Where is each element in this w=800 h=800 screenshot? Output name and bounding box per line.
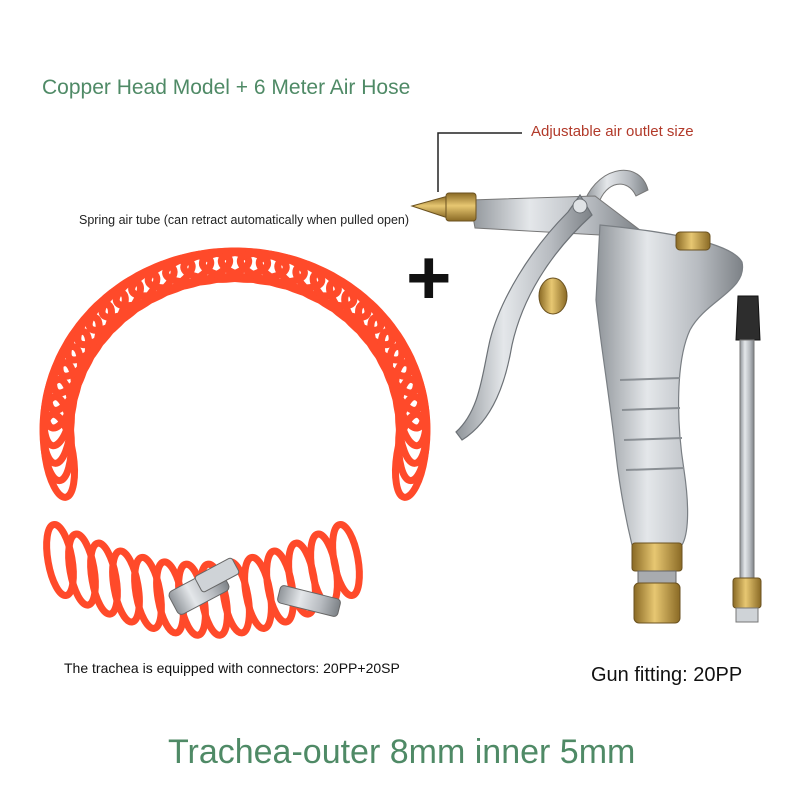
air-blow-gun [410,169,744,624]
spring-tube-caption: Spring air tube (can retract automatical… [79,213,410,227]
hose-coil-loop [391,410,430,501]
outlet-callout-label: Adjustable air outlet size [531,123,694,140]
extension-nozzle [732,295,762,623]
plus-sign: + [406,233,452,321]
spring-air-hose [39,247,431,639]
gun-fitting-caption: Gun fitting: 20PP [591,664,743,686]
hose-connector-20pp [277,585,341,617]
product-title: Copper Head Model + 6 Meter Air Hose [42,76,411,99]
connectors-caption: The trachea is equipped with connectors:… [64,660,400,676]
callout-line [437,132,522,192]
hose-connector-20sp [168,557,240,615]
hose-spec-caption: Trachea-outer 8mm inner 5mm [168,733,636,771]
hose-coil-loop [329,520,363,600]
